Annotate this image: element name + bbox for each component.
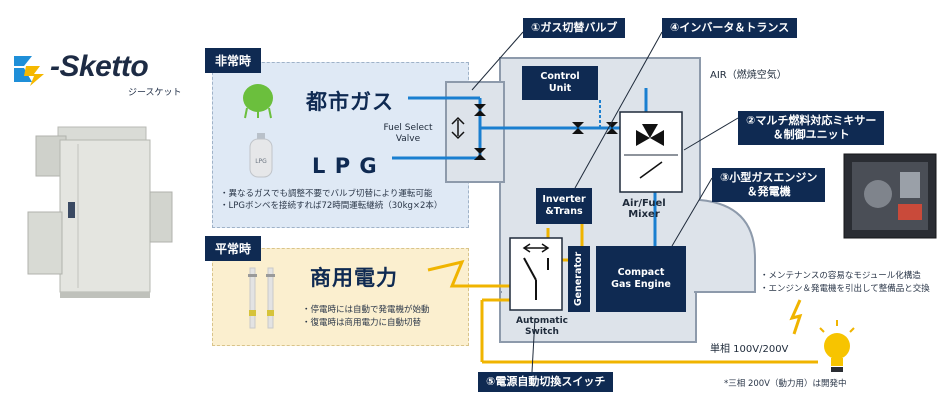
gas-tank-icon (243, 84, 273, 119)
fuel-select-label: Fuel Select Valve (383, 123, 433, 144)
right-note-1: ・メンテナンスの容易なモジュール化構造 (760, 271, 921, 281)
callout-gas-valve: ①ガス切替バルブ (523, 18, 626, 38)
generator-box: Generator (568, 246, 590, 312)
city-gas-label: 都市ガス (306, 90, 394, 114)
callout-auto-switch: ⑤電源自動切換スイッチ (478, 372, 614, 392)
mixer-label: Air/Fuel Mixer (622, 198, 666, 220)
engine-module-image (843, 153, 937, 239)
emergency-note-1: ・異なるガスでも調整不要でバルブ切替により運転可能 (220, 189, 433, 199)
logo-mark-icon (14, 56, 44, 86)
output-voltage-label: 単相 100V/200V (710, 344, 789, 355)
emergency-note-2: ・LPGボンベを接続すれば72時間運転継続（30kg×2本） (220, 201, 443, 211)
generator-cabinet-image (27, 126, 173, 298)
emergency-tag: 非常時 (205, 48, 262, 73)
inverter-box: Inverter&Trans (536, 188, 592, 224)
logo-kana: ジースケット (128, 88, 182, 98)
power-pole-icon (248, 267, 275, 329)
normal-note-2: ・復電時は商用電力に自動切替 (302, 318, 422, 328)
lpg-icon-text: LPG (255, 158, 267, 165)
logo-name: -Sketto (50, 50, 149, 83)
footnote: *三相 200V（動力用）は開発中 (724, 379, 847, 389)
lpg-cylinder-icon: LPG (249, 133, 273, 178)
callout-mixer: ②マルチ燃料対応ミキサー ＆制御ユニット (738, 111, 885, 145)
auto-switch-label: Automatic Switch (515, 316, 569, 337)
light-bulb-icon (819, 320, 855, 372)
lpg-label: L P G (312, 154, 378, 178)
callout-inverter: ④インバータ＆トランス (662, 18, 798, 38)
commercial-power-label: 商用電力 (310, 266, 398, 290)
normal-tag: 平常時 (205, 236, 262, 261)
normal-note-1: ・停電時には自動で発電機が始動 (302, 305, 430, 315)
air-label: AIR（燃焼空気） (710, 70, 787, 81)
callout-engine: ③小型ガスエンジン ＆発電機 (712, 168, 826, 202)
brand-logo: -Sketto ジースケット (10, 50, 200, 100)
right-note-2: ・エンジン＆発電機を引出して整備品と交換 (760, 284, 930, 294)
